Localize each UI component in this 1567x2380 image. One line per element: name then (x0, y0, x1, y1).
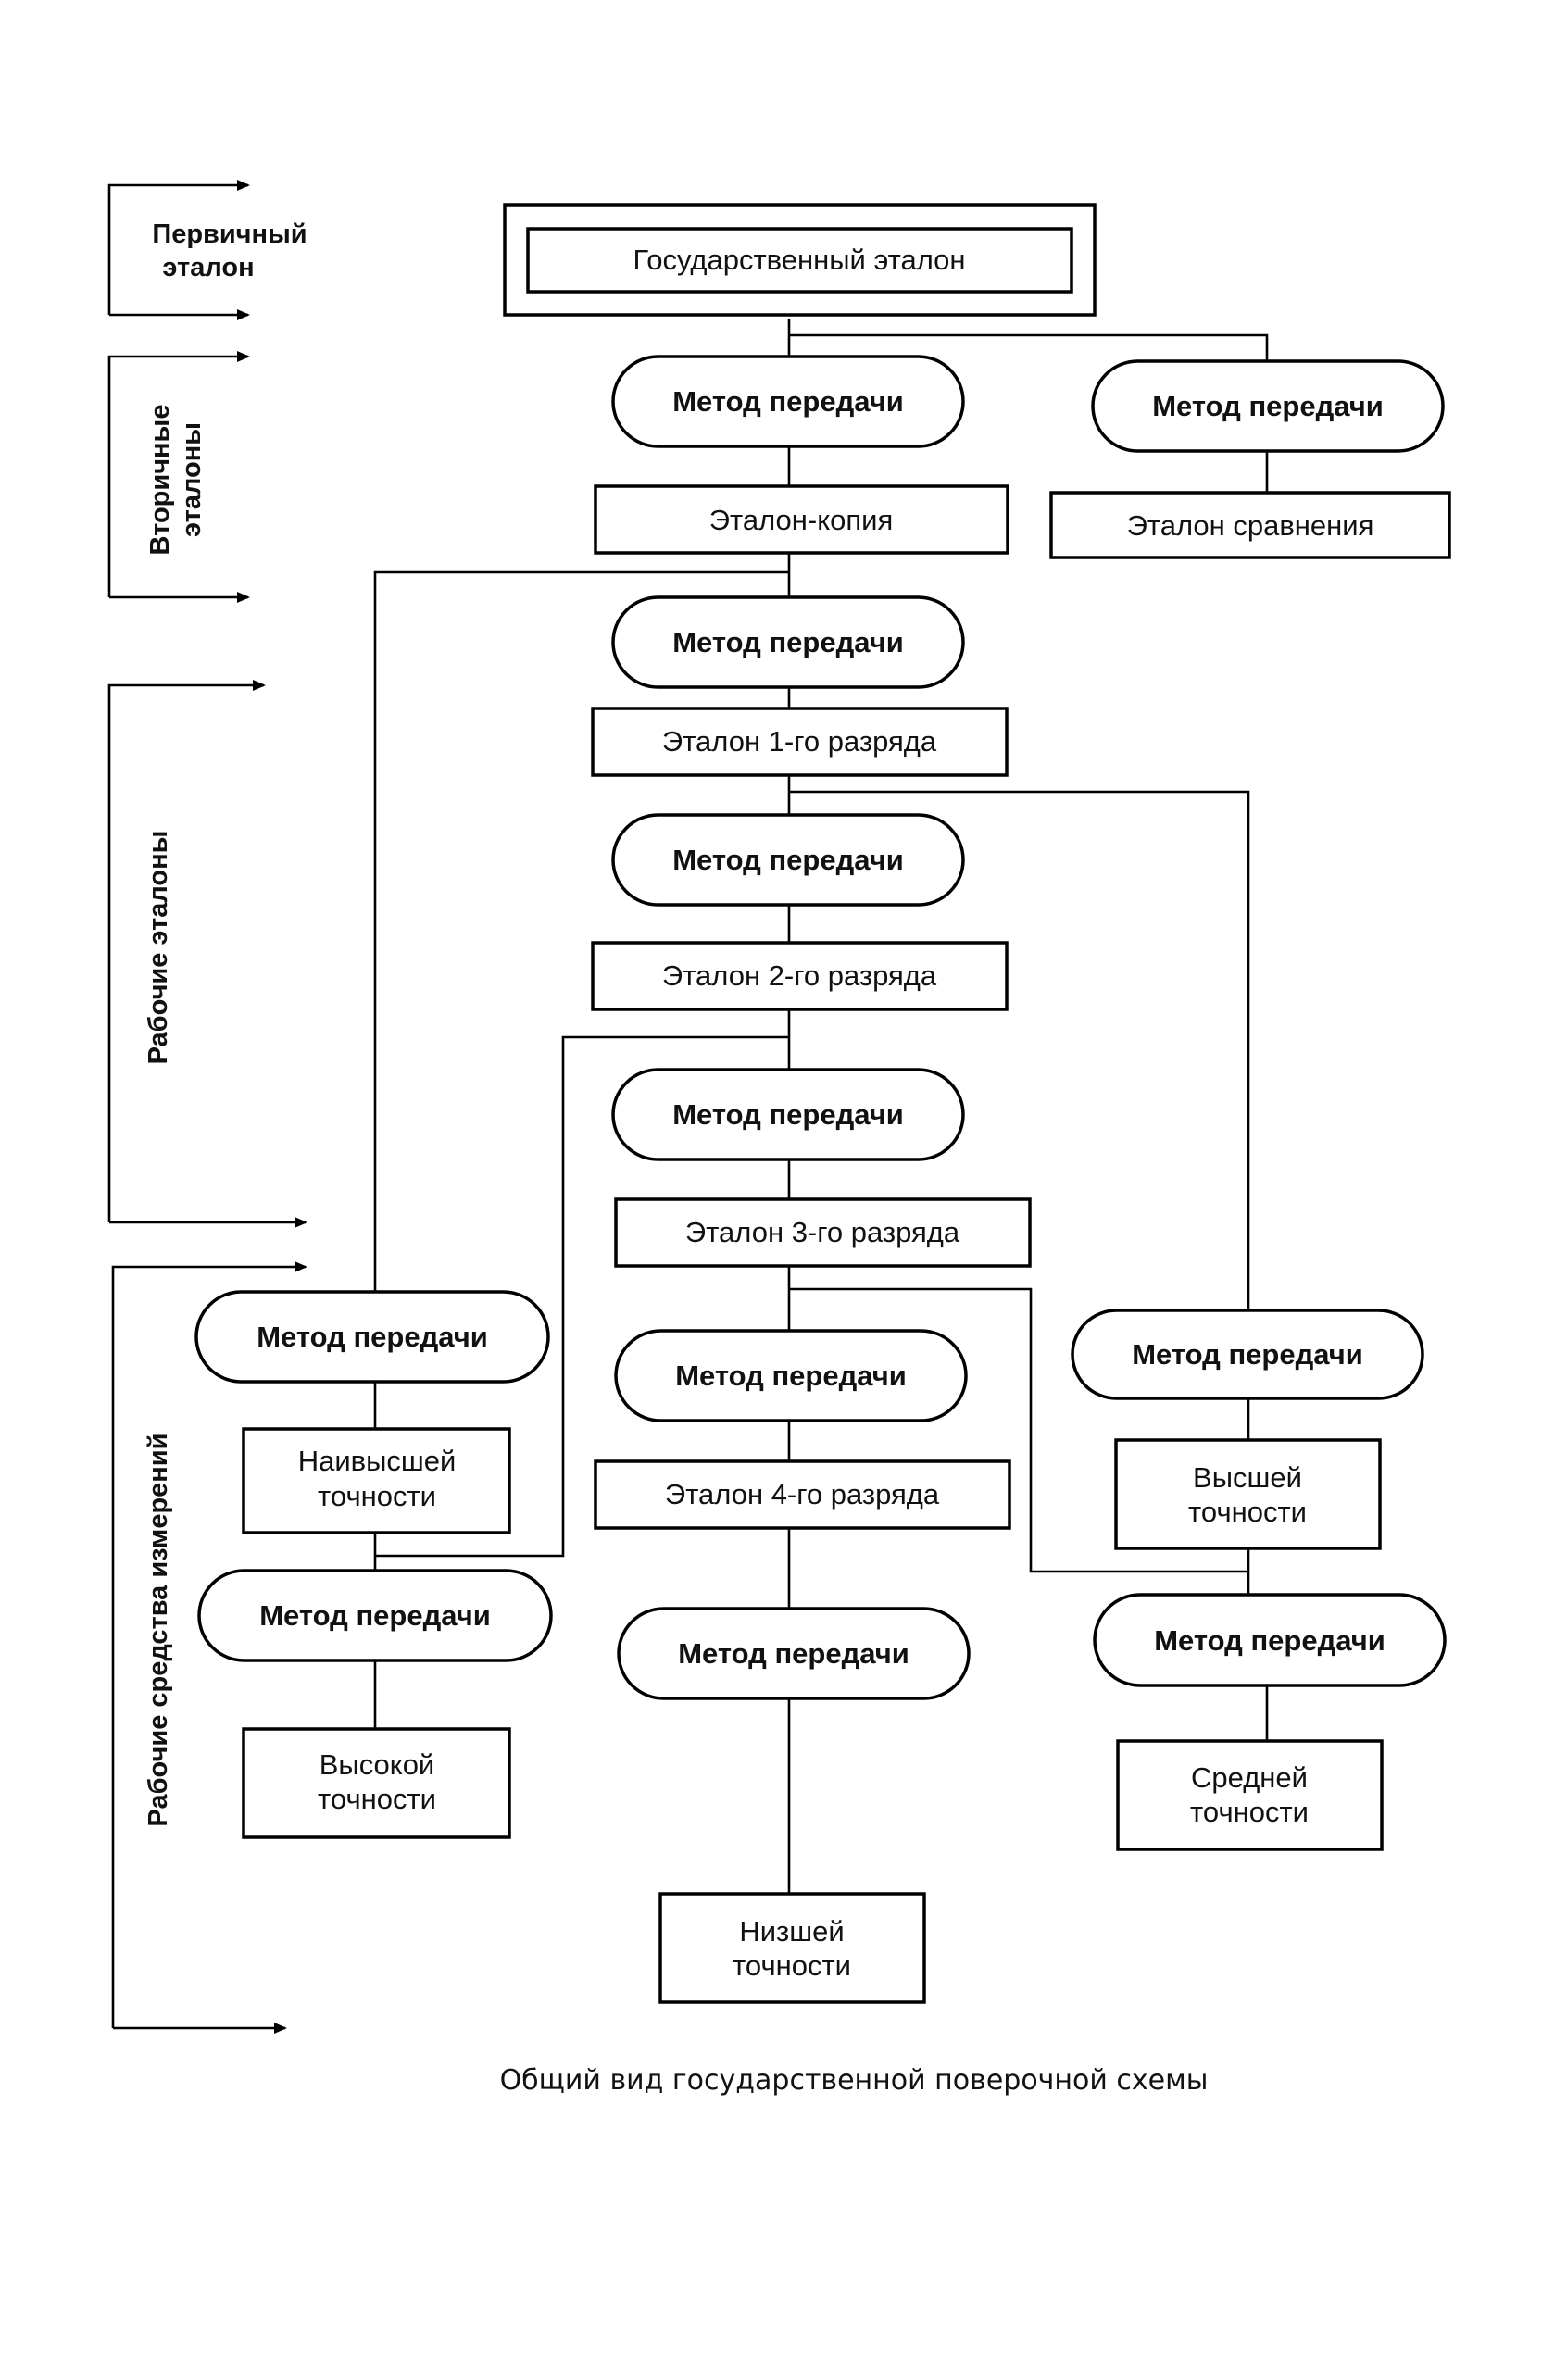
medium-accuracy-box: Средней точности (1116, 1739, 1384, 1851)
method-oval-9: Метод передачи (197, 1569, 553, 1662)
rank2-standard-label: Эталон 2-го разряда (662, 959, 937, 992)
copy-standard-box: Эталон-копия (594, 484, 1009, 555)
method-oval-8: Метод передачи (194, 1290, 550, 1384)
connectors (373, 319, 1269, 1894)
rank4-standard-label: Эталон 4-го разряда (665, 1478, 940, 1510)
method-label: Метод передачи (1132, 1338, 1363, 1371)
method-oval-4: Метод передачи (611, 813, 965, 907)
method-label: Метод передачи (672, 1098, 904, 1131)
label-working: Рабочие эталоны (144, 831, 173, 1065)
highest-accuracy-box: Наивысшей точности (242, 1427, 511, 1534)
higher-accuracy-box: Высшей точности (1114, 1438, 1382, 1550)
method-oval-6: Метод передачи (614, 1329, 968, 1422)
rank3-standard-box: Эталон 3-го разряда (614, 1197, 1032, 1268)
method-oval-1: Метод передачи (611, 355, 965, 448)
method-oval-11: Метод передачи (1093, 1593, 1447, 1687)
figure-caption: Общий вид государственной поверочной схе… (500, 2064, 1209, 2097)
comparison-standard-label: Эталон сравнения (1127, 509, 1374, 542)
label-primary-line2: эталон (162, 253, 254, 282)
label-primary-line1: Первичный (152, 219, 307, 249)
method-label: Метод передачи (672, 626, 904, 658)
method-oval-10: Метод передачи (1071, 1309, 1424, 1400)
highest-accuracy-line2: точности (318, 1480, 436, 1512)
side-bracket-primary (107, 180, 250, 320)
method-label: Метод передачи (1152, 390, 1384, 422)
high-accuracy-box: Высокой точности (242, 1727, 511, 1839)
rank1-standard-box: Эталон 1-го разряда (591, 707, 1009, 777)
method-label: Метод передачи (257, 1321, 488, 1353)
lowest-accuracy-box: Низшей точности (658, 1892, 926, 2004)
high-accuracy-line1: Высокой (320, 1748, 435, 1781)
medium-accuracy-line2: точности (1190, 1796, 1309, 1828)
side-bracket-instruments (111, 1261, 307, 2034)
method-label: Метод передачи (672, 844, 904, 876)
lowest-accuracy-line2: точности (733, 1949, 851, 1982)
side-bracket-working (107, 680, 307, 1228)
highest-accuracy-line1: Наивысшей (298, 1445, 457, 1477)
medium-accuracy-line1: Средней (1191, 1761, 1308, 1794)
method-label: Метод передачи (1154, 1624, 1385, 1657)
high-accuracy-line2: точности (318, 1783, 436, 1815)
method-oval-2: Метод передачи (1091, 359, 1445, 453)
higher-accuracy-line2: точности (1188, 1496, 1307, 1528)
copy-standard-label: Эталон-копия (709, 504, 894, 536)
method-label: Метод передачи (259, 1599, 491, 1632)
label-secondary-line2: эталоны (177, 422, 207, 537)
method-oval-3: Метод передачи (611, 595, 965, 689)
method-label: Метод передачи (675, 1359, 907, 1392)
rank1-standard-label: Эталон 1-го разряда (662, 725, 937, 758)
method-label: Метод передачи (672, 385, 904, 418)
label-instruments: Рабочие средства измерений (144, 1434, 173, 1827)
comparison-standard-box: Эталон сравнения (1049, 491, 1451, 559)
lowest-accuracy-line1: Низшей (739, 1915, 844, 1948)
side-bracket-secondary (107, 351, 250, 603)
rank2-standard-box: Эталон 2-го разряда (591, 941, 1009, 1011)
rank3-standard-label: Эталон 3-го разряда (685, 1216, 960, 1248)
state-standard-box: Государственный эталон (503, 203, 1097, 317)
label-secondary-line1: Вторичные (145, 405, 175, 556)
method-oval-5: Метод передачи (611, 1068, 965, 1161)
state-standard-label: Государственный эталон (633, 244, 965, 276)
higher-accuracy-line1: Высшей (1193, 1461, 1302, 1494)
rank4-standard-box: Эталон 4-го разряда (594, 1459, 1011, 1530)
method-label: Метод передачи (678, 1637, 909, 1670)
method-oval-7: Метод передачи (617, 1607, 971, 1700)
